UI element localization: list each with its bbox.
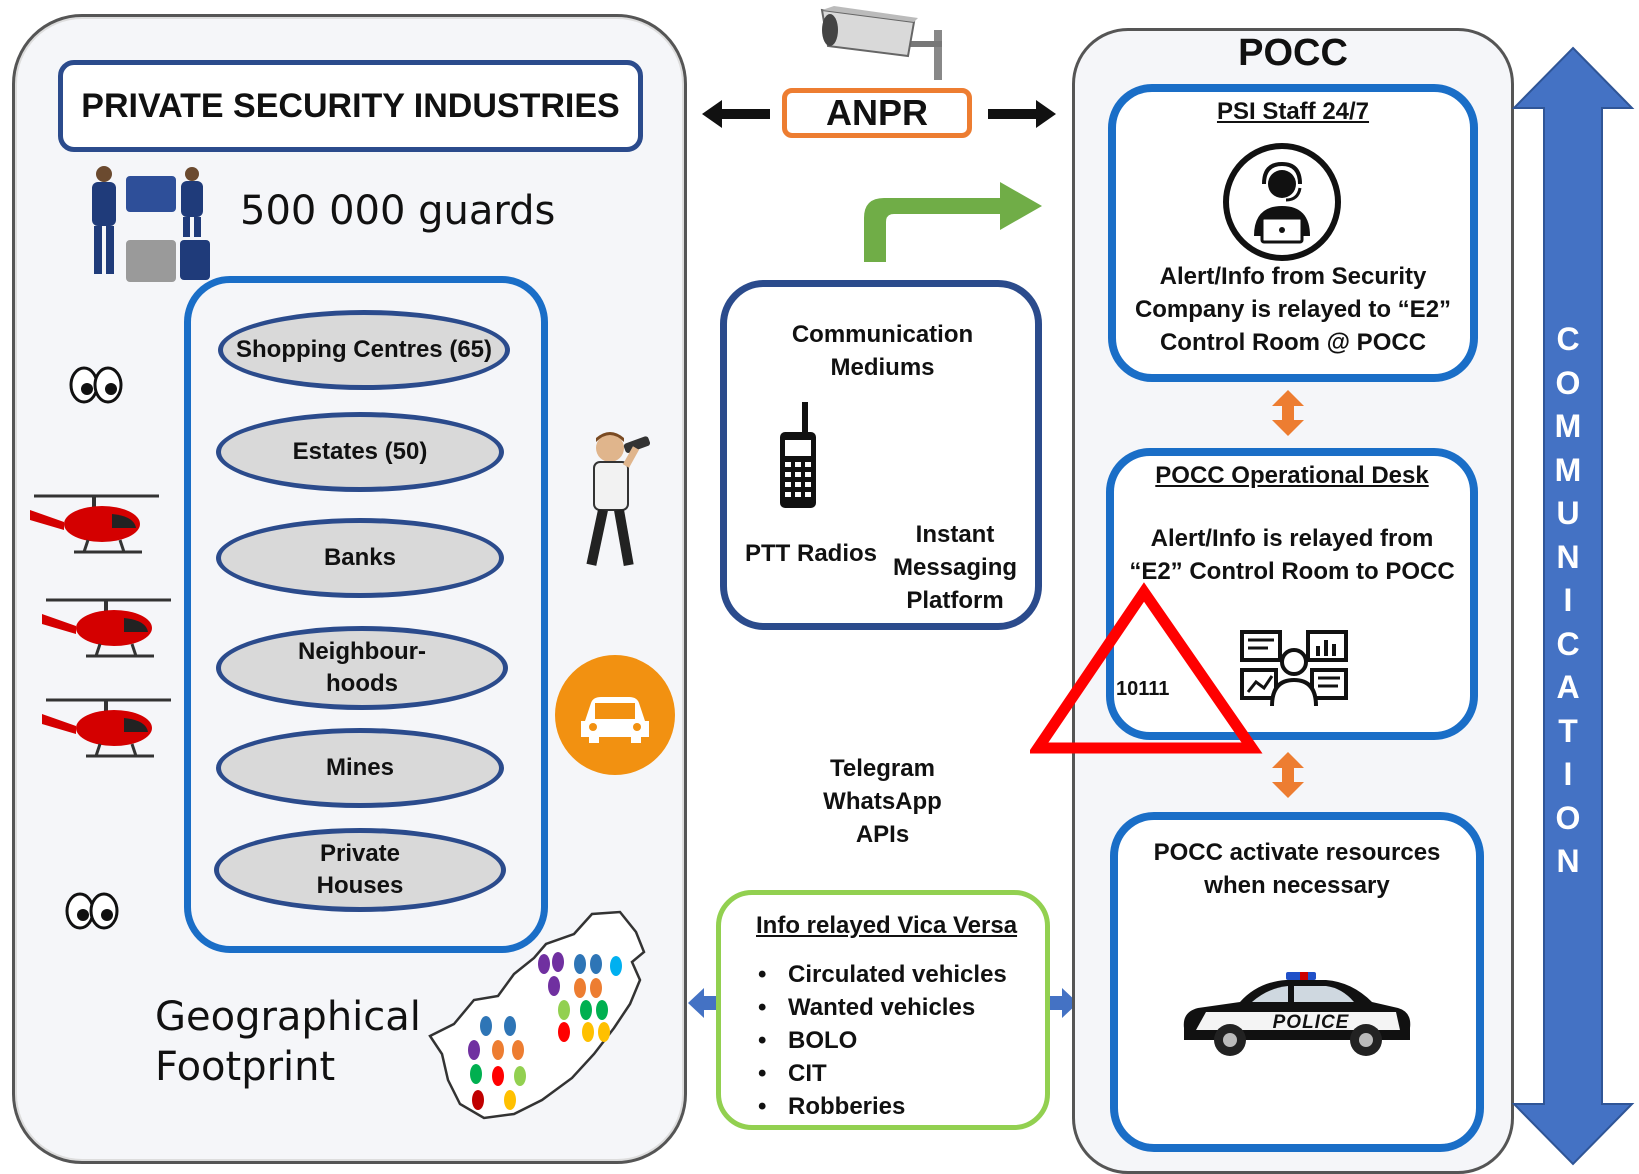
communication-letter: C xyxy=(1556,625,1580,662)
guards-count: 500 000 guards xyxy=(240,188,556,234)
operational-desk-heading: POCC Operational Desk xyxy=(1155,462,1429,489)
arrow-left-icon xyxy=(702,100,770,128)
communication-arrow xyxy=(1511,46,1635,1166)
double-arrow-icon xyxy=(1272,390,1304,436)
communication-letter: A xyxy=(1556,669,1580,705)
communication-letter: T xyxy=(1558,712,1578,749)
warning-triangle-icon xyxy=(1030,582,1263,754)
communication-letter: O xyxy=(1555,799,1581,836)
sector-neighbourhoods: Neighbour-hoods xyxy=(216,626,508,710)
geographical-footprint-label: Geographical Footprint xyxy=(155,994,421,1090)
arrow-right-small-icon xyxy=(1050,988,1078,1018)
operational-desk-description: Alert/Info is relayed from “E2” Control … xyxy=(1129,525,1455,585)
south-africa-map xyxy=(428,910,646,1120)
info-relayed-list: Circulated vehicles Wanted vehicles BOLO… xyxy=(754,958,1007,1123)
activate-resources-description: POCC activate resources when necessary xyxy=(1153,839,1441,899)
communication-letter: U xyxy=(1556,495,1580,531)
communication-letter: I xyxy=(1563,756,1573,792)
list-item: Robberies xyxy=(754,1090,1007,1123)
app-whatsapp: WhatsApp xyxy=(823,788,942,815)
helicopter-icon-2 xyxy=(42,598,171,658)
list-item: CIT xyxy=(754,1057,1007,1090)
cctv-camera-icon xyxy=(820,6,942,80)
sector-private-houses: Private Houses xyxy=(214,828,506,912)
eyes-icon xyxy=(69,366,123,404)
instant-messaging-label: Instant Messaging Platform xyxy=(892,521,1018,614)
car-icon xyxy=(555,655,675,775)
list-item: Circulated vehicles xyxy=(754,958,1007,991)
messaging-apps-list: Telegram WhatsApp APIs xyxy=(800,752,965,851)
communication-letter: N xyxy=(1556,538,1580,575)
communication-mediums-title: Communication Mediums xyxy=(791,321,974,381)
helicopter-icon xyxy=(30,494,159,554)
sector-banks: Banks xyxy=(216,518,504,598)
list-item: BOLO xyxy=(754,1024,1007,1057)
sector-mines: Mines xyxy=(216,728,504,808)
communication-letter: M xyxy=(1554,451,1582,488)
info-relayed-title: Info relayed Vica Versa xyxy=(756,912,1018,939)
arrow-left-small-icon xyxy=(688,988,716,1018)
ptt-radios-label: PTT Radios xyxy=(745,540,878,567)
operator-headset-icon xyxy=(1223,143,1341,261)
pocc-title: POCC xyxy=(1238,31,1348,74)
radio-icon xyxy=(780,402,816,508)
footprints-icon xyxy=(468,952,622,1110)
communication-letter: I xyxy=(1563,582,1573,618)
psi-staff-heading: PSI Staff 24/7 xyxy=(1216,98,1370,125)
communication-letter: M xyxy=(1554,408,1582,444)
security-guard-icon xyxy=(586,432,651,567)
double-arrow-icon-2 xyxy=(1272,752,1304,798)
sector-estates: Estates (50) xyxy=(216,412,504,492)
sector-shopping-centres: Shopping Centres (65) xyxy=(218,310,510,390)
communication-letter: C xyxy=(1556,321,1580,357)
police-car-icon xyxy=(1183,972,1411,1056)
app-apis: APIs xyxy=(855,821,910,848)
communication-letter: O xyxy=(1555,364,1581,401)
sectors-frame xyxy=(184,276,548,953)
police-label: POLICE xyxy=(1272,1012,1350,1033)
green-arrow-icon xyxy=(864,182,1042,262)
psi-title: PRIVATE SECURITY INDUSTRIES xyxy=(58,60,643,152)
emergency-number: 10111 xyxy=(1116,678,1170,700)
communication-letter: N xyxy=(1556,843,1580,879)
communication-mediums-box xyxy=(720,280,1042,630)
psi-staff-description: Alert/Info from Security Company is rela… xyxy=(1134,263,1452,356)
guards-icon xyxy=(92,166,210,282)
dashboard-icon xyxy=(1240,630,1348,707)
helicopter-icon-3 xyxy=(42,698,171,758)
arrow-right-icon xyxy=(988,100,1056,128)
list-item: Wanted vehicles xyxy=(754,991,1007,1024)
eyes-icon-2 xyxy=(65,892,119,930)
app-telegram: Telegram xyxy=(830,755,935,782)
anpr-box: ANPR xyxy=(782,88,972,138)
